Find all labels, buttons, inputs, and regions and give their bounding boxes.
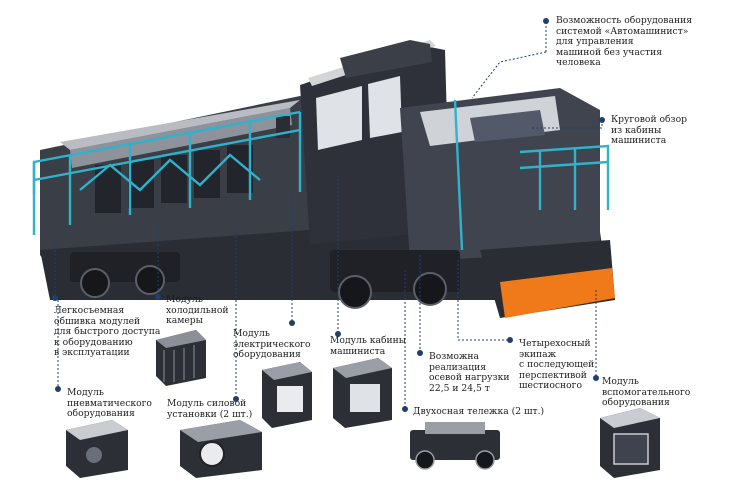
label-bogie: Двухосная тележка (2 шт.) xyxy=(413,406,545,417)
leader-dot-pneumatic-module xyxy=(55,386,61,392)
leader-dot-axle-load xyxy=(417,350,423,356)
leader-dot-electrical-module xyxy=(289,320,295,326)
label-automachinist: Возможность оборудования системой «Автом… xyxy=(556,15,692,69)
leader-dot-removable-panels xyxy=(52,295,58,301)
module-electrical xyxy=(262,362,312,428)
handrails xyxy=(32,99,610,251)
label-cab-module: Модуль кабины машиниста xyxy=(330,335,407,357)
leader-dot-cab-module xyxy=(335,331,341,337)
leader-dot-power-unit-module xyxy=(233,396,239,402)
module-cooling-chamber xyxy=(156,330,206,386)
leader-lines xyxy=(54,22,603,408)
label-pneumatic-module: Модуль пневматического оборудования xyxy=(67,387,152,420)
label-cab-view: Круговой обзор из кабины машиниста xyxy=(611,114,687,147)
label-axle-load: Возможна реализация осевой нагрузки 22,5… xyxy=(429,351,510,394)
module-bogie xyxy=(410,422,500,470)
label-cooling-module: Модуль холодильной камеры xyxy=(166,294,229,327)
leader-dot-cab-view xyxy=(599,117,605,123)
label-four-axle: Четырехосный экипаж с последующей перспе… xyxy=(519,338,595,392)
leader-dot-bogie xyxy=(402,406,408,412)
label-auxiliary-module: Модуль вспомогательного оборудования xyxy=(602,376,691,409)
leader-dot-auxiliary-module xyxy=(593,375,599,381)
module-cab xyxy=(333,358,392,428)
label-removable-panels: Легкосъемная обшивка модулей для быстрог… xyxy=(54,305,161,359)
module-auxiliary xyxy=(600,408,660,478)
leader-dot-cooling-module xyxy=(155,294,161,300)
label-electrical-module: Модуль электрического оборудования xyxy=(233,328,311,361)
label-power-unit-module: Модуль силовой установки (2 шт.) xyxy=(167,398,253,420)
leader-dot-four-axle xyxy=(507,337,513,343)
leader-dot-automachinist xyxy=(543,18,549,24)
module-power-unit xyxy=(180,420,262,478)
module-pneumatic xyxy=(66,420,128,478)
